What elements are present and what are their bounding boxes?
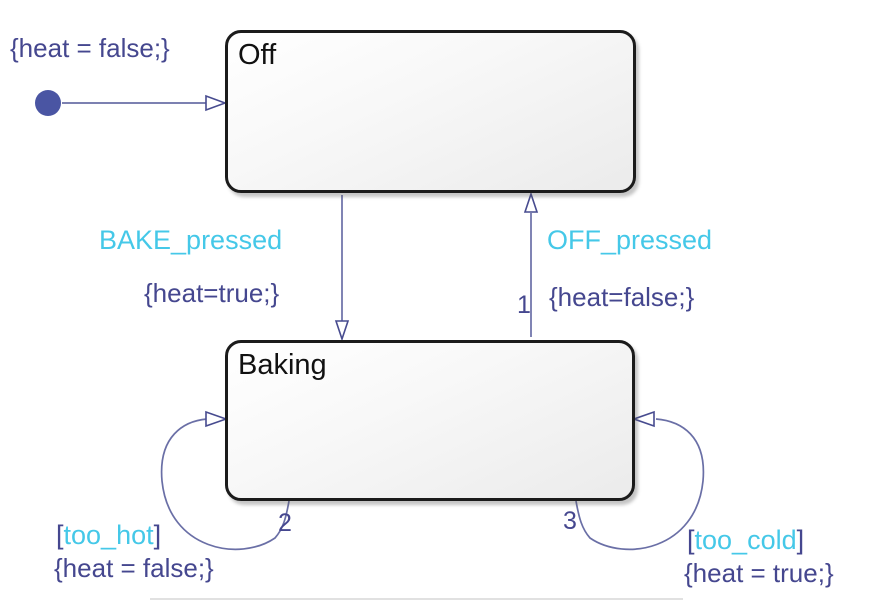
condition-text: too_hot [63, 520, 154, 550]
arrowhead-icon [205, 410, 229, 428]
bracket-close: ] [796, 525, 805, 555]
transition-too-hot-line[interactable] [160, 410, 290, 551]
transition-too-cold-order-badge: 3 [563, 507, 577, 535]
transition-off-action-label[interactable]: {heat=false;} [549, 282, 695, 312]
arrowhead-icon [205, 94, 228, 112]
canvas-bottom-divider [150, 598, 683, 600]
arrowhead-icon [631, 410, 655, 428]
state-off-label: Off [238, 39, 277, 71]
transition-bake-line[interactable] [334, 195, 350, 342]
arrowhead-icon [334, 320, 350, 342]
state-baking-label: Baking [238, 349, 327, 381]
transition-too-hot-action-label[interactable]: {heat = false;} [54, 553, 214, 583]
transition-off-event-label[interactable]: OFF_pressed [547, 225, 713, 255]
transition-off-line[interactable] [523, 191, 539, 337]
transition-bake-action-label[interactable]: {heat=true;} [144, 278, 280, 308]
transition-too-cold-action-label[interactable]: {heat = true;} [684, 558, 834, 588]
transition-off-order-badge: 1 [517, 291, 531, 319]
transition-bake-event-label[interactable]: BAKE_pressed [99, 225, 283, 255]
condition-text: too_cold [694, 525, 797, 555]
arrowhead-icon [523, 191, 539, 213]
transition-too-hot-order-badge: 2 [278, 509, 292, 537]
transition-too-hot-condition-label[interactable]: [too_hot] [56, 520, 162, 551]
default-transition-action-label[interactable]: {heat = false;} [10, 33, 170, 63]
initial-state-dot[interactable] [35, 90, 61, 116]
state-baking[interactable]: Baking [225, 340, 635, 501]
bracket-open: [ [56, 520, 64, 550]
transition-too-cold-condition-label[interactable]: [too_cold] [687, 525, 805, 556]
transition-too-cold-line[interactable] [575, 410, 705, 551]
bracket-open: [ [687, 525, 695, 555]
state-off[interactable]: Off [225, 30, 636, 193]
default-transition[interactable] [35, 90, 228, 116]
bracket-close: ] [153, 520, 162, 550]
